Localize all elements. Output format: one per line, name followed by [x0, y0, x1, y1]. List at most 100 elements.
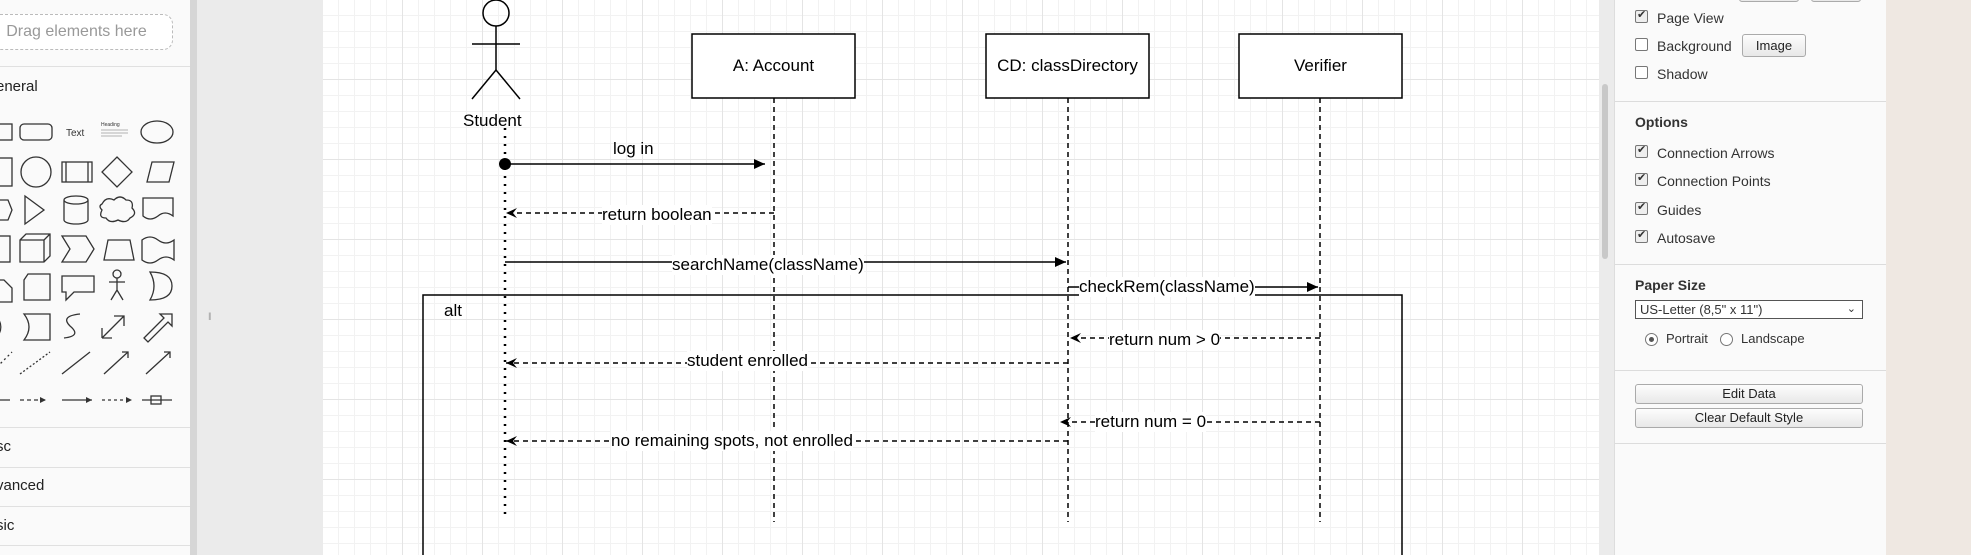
alt-fragment-label: alt — [444, 301, 462, 320]
tape-shape[interactable] — [141, 236, 175, 264]
landscape-label[interactable]: Landscape — [1741, 331, 1805, 346]
participant-account[interactable] — [691, 33, 856, 99]
landscape-radio[interactable] — [1720, 333, 1733, 346]
connection-arrows-checkbox[interactable] — [1635, 143, 1648, 158]
panel-divider — [1615, 370, 1887, 371]
circle-shape[interactable] — [20, 156, 52, 188]
sidebar-divider — [0, 506, 190, 507]
ellipse-shape[interactable] — [140, 120, 174, 144]
options-heading: Options — [1635, 114, 1688, 130]
portrait-label[interactable]: Portrait — [1666, 331, 1708, 346]
section-advanced-title[interactable]: vanced — [0, 477, 45, 494]
shadow-checkbox[interactable] — [1635, 66, 1648, 79]
arc-shape[interactable] — [0, 314, 2, 340]
clear-default-style-button[interactable]: Clear Default Style — [1635, 408, 1863, 428]
not-enrolled-label: no remaining spots, not enrolled — [611, 431, 853, 451]
actor-label: Student — [463, 111, 522, 130]
grid-color-button[interactable] — [1811, 0, 1861, 2]
document-shape[interactable] — [142, 197, 174, 220]
paper-size-heading: Paper Size — [1635, 277, 1706, 293]
background-image-button[interactable]: Image — [1742, 34, 1806, 57]
participant-verifier[interactable] — [1238, 33, 1403, 99]
sidebar-divider — [0, 467, 190, 468]
directional-line-shape[interactable] — [103, 351, 129, 375]
sidebar-splitter[interactable] — [197, 0, 211, 555]
page-view-label[interactable]: Page View — [1657, 10, 1724, 26]
dotted-line-shape[interactable] — [0, 351, 13, 374]
line-shape[interactable] — [61, 351, 91, 375]
format-panel: Page View Background Image Shadow Option… — [1614, 0, 1887, 555]
log-in-label: log in — [613, 139, 654, 158]
rounded-rectangle-shape[interactable] — [19, 123, 53, 141]
callout-shape[interactable] — [61, 275, 95, 302]
step-shape[interactable] — [60, 235, 95, 263]
splitter-grip-icon[interactable]: ‖ — [208, 312, 212, 323]
sequence-diagram — [422, 0, 1403, 555]
chevron-down-icon: ⌄ — [1846, 303, 1856, 315]
panel-divider — [1615, 264, 1887, 265]
page-view-checkbox[interactable] — [1635, 8, 1648, 23]
heading-shape[interactable]: Heading — [101, 122, 120, 128]
triangle-shape[interactable] — [24, 194, 46, 226]
connection-points-checkbox[interactable] — [1635, 171, 1648, 186]
text-shape[interactable]: Text — [66, 128, 85, 139]
connector-shape[interactable] — [145, 351, 171, 375]
shape-sidebar: Drag elements here eneral — [0, 0, 190, 555]
student-actor[interactable] — [471, 0, 521, 100]
sidebar-divider — [0, 427, 190, 428]
grid-size-input[interactable] — [1739, 0, 1799, 2]
hexagon-shape[interactable] — [0, 199, 13, 221]
sidebar-scrollbar[interactable] — [190, 0, 197, 555]
bidirectional-arrow-shape[interactable] — [101, 315, 125, 339]
autosave-label[interactable]: Autosave — [1657, 230, 1716, 246]
general-shapes-palette: Text Heading — [0, 120, 175, 405]
return-boolean-label: return boolean — [602, 205, 712, 225]
internal-storage-shape[interactable] — [0, 235, 11, 263]
search-name-label: searchName(className) — [672, 255, 864, 275]
return-num-zero-label: return num = 0 — [1095, 412, 1207, 432]
section-general-title[interactable]: eneral — [0, 78, 38, 95]
check-rem-label: checkRem(className) — [1079, 277, 1255, 297]
cube-shape[interactable] — [19, 233, 51, 263]
section-basic-title[interactable]: sic — [0, 517, 15, 534]
connection-points-label[interactable]: Connection Points — [1657, 173, 1771, 189]
card-shape[interactable] — [0, 279, 13, 303]
shadow-label[interactable]: Shadow — [1657, 66, 1708, 82]
student-enrolled-label: student enrolled — [687, 351, 808, 371]
arrow-shape[interactable] — [143, 313, 173, 343]
square-shape[interactable] — [0, 157, 13, 187]
alt-fragment[interactable] — [422, 294, 1403, 555]
paper-size-select[interactable]: US-Letter (8,5" x 11") ⌄ — [1635, 300, 1863, 319]
section-misc-title[interactable]: sc — [0, 438, 11, 455]
data-storage-shape[interactable] — [22, 313, 51, 341]
background-checkbox[interactable] — [1635, 38, 1648, 51]
or-shape[interactable] — [148, 271, 173, 301]
trapezoid-shape[interactable] — [103, 239, 135, 261]
sidebar-divider — [0, 66, 190, 67]
diamond-shape[interactable] — [101, 156, 133, 188]
cloud-shape[interactable] — [99, 196, 136, 223]
guides-label[interactable]: Guides — [1657, 202, 1702, 218]
return-num-positive-label: return num > 0 — [1109, 330, 1221, 350]
note-shape[interactable] — [23, 273, 51, 301]
portrait-radio[interactable] — [1645, 333, 1658, 346]
participant-class-directory[interactable] — [985, 33, 1150, 99]
paper-size-value: US-Letter (8,5" x 11") — [1640, 302, 1763, 317]
sidebar-divider — [0, 545, 190, 546]
autosave-checkbox[interactable] — [1635, 228, 1648, 243]
panel-divider — [1615, 101, 1887, 102]
edit-data-button[interactable]: Edit Data — [1635, 384, 1863, 404]
curve-shape[interactable] — [63, 313, 81, 339]
canvas-scrollbar-thumb[interactable] — [1602, 84, 1608, 259]
account-label: A: Account — [732, 56, 815, 75]
class-directory-label: CD: classDirectory — [997, 56, 1138, 75]
rectangle-shape[interactable] — [0, 123, 13, 141]
canvas-scrollbar[interactable] — [1600, 0, 1610, 555]
guides-checkbox[interactable] — [1635, 200, 1648, 215]
background-label[interactable]: Background — [1657, 38, 1732, 54]
parallelogram-shape[interactable] — [146, 161, 175, 183]
cylinder-shape[interactable] — [63, 195, 89, 225]
process-shape[interactable] — [61, 161, 93, 183]
connection-arrows-label[interactable]: Connection Arrows — [1657, 145, 1775, 161]
drag-elements-dropzone[interactable]: Drag elements here — [0, 14, 173, 50]
